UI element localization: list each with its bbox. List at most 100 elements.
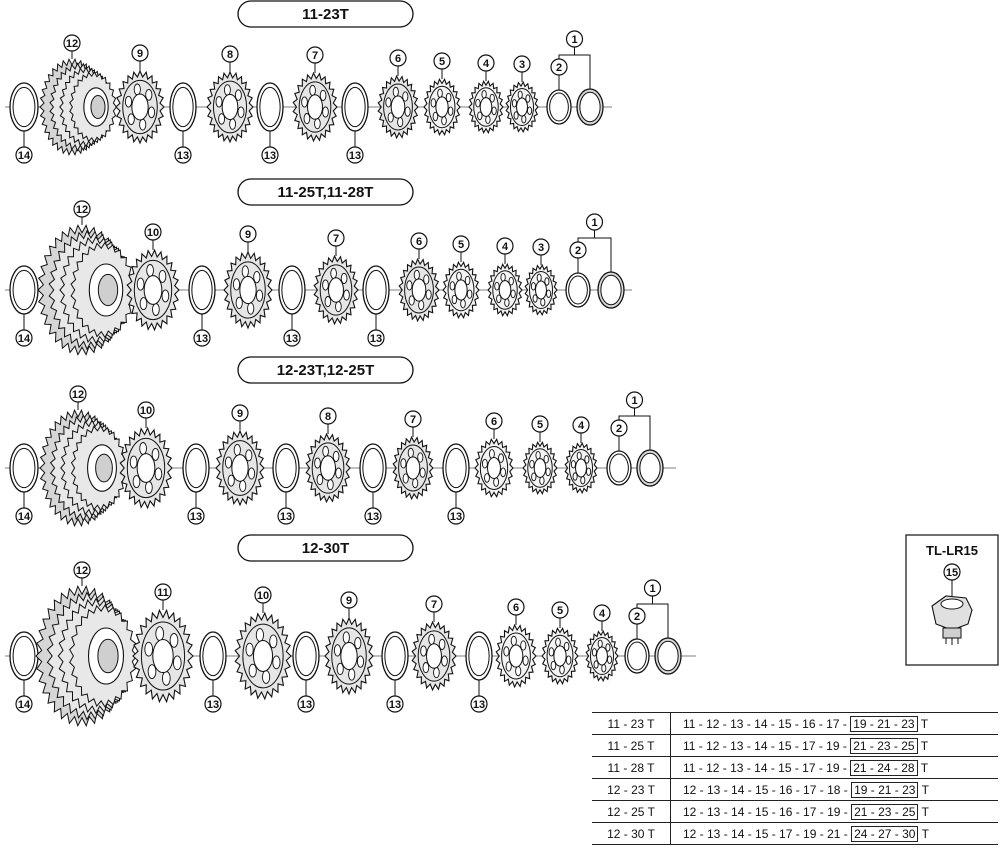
callout-label: 2 — [569, 241, 587, 259]
callout-label: 13 — [470, 695, 488, 713]
svg-text:9: 9 — [137, 48, 143, 60]
svg-text:5: 5 — [458, 239, 464, 251]
sprocket — [313, 254, 359, 326]
teeth-prefix: 12 - 13 - 14 - 15 - 17 - 19 - 21 - — [683, 826, 852, 841]
spacer-ring-small — [565, 272, 591, 308]
svg-text:8: 8 — [325, 411, 331, 423]
callout-label: 1 — [585, 213, 604, 231]
teeth-suffix: T — [918, 804, 929, 819]
svg-text:12: 12 — [76, 565, 88, 577]
callout-label: 1 — [565, 30, 584, 48]
svg-text:14: 14 — [18, 511, 31, 523]
callout-label: 7 — [425, 595, 443, 613]
svg-text:13: 13 — [367, 511, 379, 523]
sprocket — [524, 263, 558, 317]
tool-name: TL-LR15 — [926, 543, 978, 558]
svg-text:1: 1 — [631, 395, 637, 407]
callout-label: 8 — [319, 407, 337, 425]
sprocket — [132, 608, 194, 704]
cassette-name: 12 - 23 T — [592, 778, 671, 801]
callout-label: 2 — [610, 419, 628, 437]
svg-text:12: 12 — [72, 389, 84, 401]
teeth-combination: 12 - 13 - 14 - 15 - 17 - 19 - 21 - 24 - … — [670, 822, 998, 845]
callout-label: 7 — [306, 46, 324, 64]
callout-label: 1 — [643, 579, 662, 597]
svg-text:7: 7 — [312, 50, 318, 62]
svg-text:10: 10 — [257, 590, 269, 602]
sprocket — [541, 627, 579, 685]
sprocket — [234, 611, 292, 701]
spacer-ring — [188, 265, 216, 315]
sprocket — [411, 620, 457, 692]
callout-label: 4 — [593, 604, 611, 622]
spacer-ring — [256, 82, 284, 132]
sprocket — [442, 261, 480, 319]
svg-text:3: 3 — [538, 242, 544, 254]
sprocket — [474, 438, 514, 498]
svg-text:13: 13 — [370, 333, 382, 345]
svg-text:4: 4 — [599, 608, 606, 620]
spacer-ring-small — [606, 450, 632, 486]
teeth-combination: 11 - 12 - 13 - 14 - 15 - 17 - 19 - 21 - … — [670, 734, 998, 757]
sprocket — [223, 250, 273, 330]
back-spacer-ring — [9, 443, 39, 493]
spacer-ring — [182, 443, 210, 493]
callout-label: 6 — [389, 49, 407, 67]
back-spacer-ring — [9, 82, 39, 132]
cassette-name: 11 - 23 T — [592, 712, 671, 735]
sprocket — [126, 248, 180, 332]
svg-text:13: 13 — [280, 511, 292, 523]
callout-label: 12 — [69, 385, 87, 403]
large-sprocket-unit — [39, 408, 128, 528]
teeth-combination: 11 - 12 - 13 - 14 - 15 - 16 - 17 - 19 - … — [670, 712, 998, 735]
variant-title: 12-30T — [237, 534, 414, 562]
callout-label: 5 — [551, 601, 569, 619]
svg-text:2: 2 — [616, 423, 622, 435]
callout-label: 12 — [73, 561, 91, 579]
svg-text:6: 6 — [513, 602, 519, 614]
svg-text:13: 13 — [349, 150, 361, 162]
sprocket — [292, 71, 338, 143]
large-sprocket-unit — [39, 57, 118, 157]
svg-text:6: 6 — [491, 416, 497, 428]
cassette-name: 11 - 28 T — [592, 756, 671, 779]
sprocket — [398, 257, 440, 323]
svg-text:1: 1 — [649, 583, 655, 595]
svg-text:11-25T,11-28T: 11-25T,11-28T — [278, 184, 374, 201]
lockring — [654, 637, 682, 675]
spacer-ring-small — [624, 638, 650, 674]
svg-text:12: 12 — [66, 38, 78, 50]
teeth-boxed: 24 - 27 - 30 — [851, 825, 919, 842]
svg-text:13: 13 — [286, 333, 298, 345]
svg-text:3: 3 — [519, 59, 525, 71]
callout-label: 4 — [572, 416, 590, 434]
callout-label: 4 — [496, 237, 514, 255]
callout-label: 13 — [193, 329, 211, 347]
spacer-ring — [381, 631, 409, 681]
callout-label: 2 — [550, 58, 568, 76]
sprocket — [505, 80, 539, 134]
svg-text:4: 4 — [502, 241, 509, 253]
large-sprocket-unit — [37, 224, 136, 356]
callout-label: 13 — [364, 507, 382, 525]
callout-label: 14 — [15, 146, 33, 164]
callout-label: 13 — [261, 146, 279, 164]
teeth-suffix: T — [917, 760, 929, 775]
svg-text:13: 13 — [196, 333, 208, 345]
variant-title: 12-23T,12-25T — [237, 356, 414, 384]
svg-text:13: 13 — [177, 150, 189, 162]
sprocket — [305, 432, 351, 504]
cassette-name: 11 - 25 T — [592, 734, 671, 757]
svg-text:2: 2 — [556, 62, 562, 74]
callout-label: 9 — [231, 404, 249, 422]
callout-label: 13 — [187, 507, 205, 525]
callout-label: 3 — [532, 238, 550, 256]
svg-text:15: 15 — [946, 567, 958, 579]
